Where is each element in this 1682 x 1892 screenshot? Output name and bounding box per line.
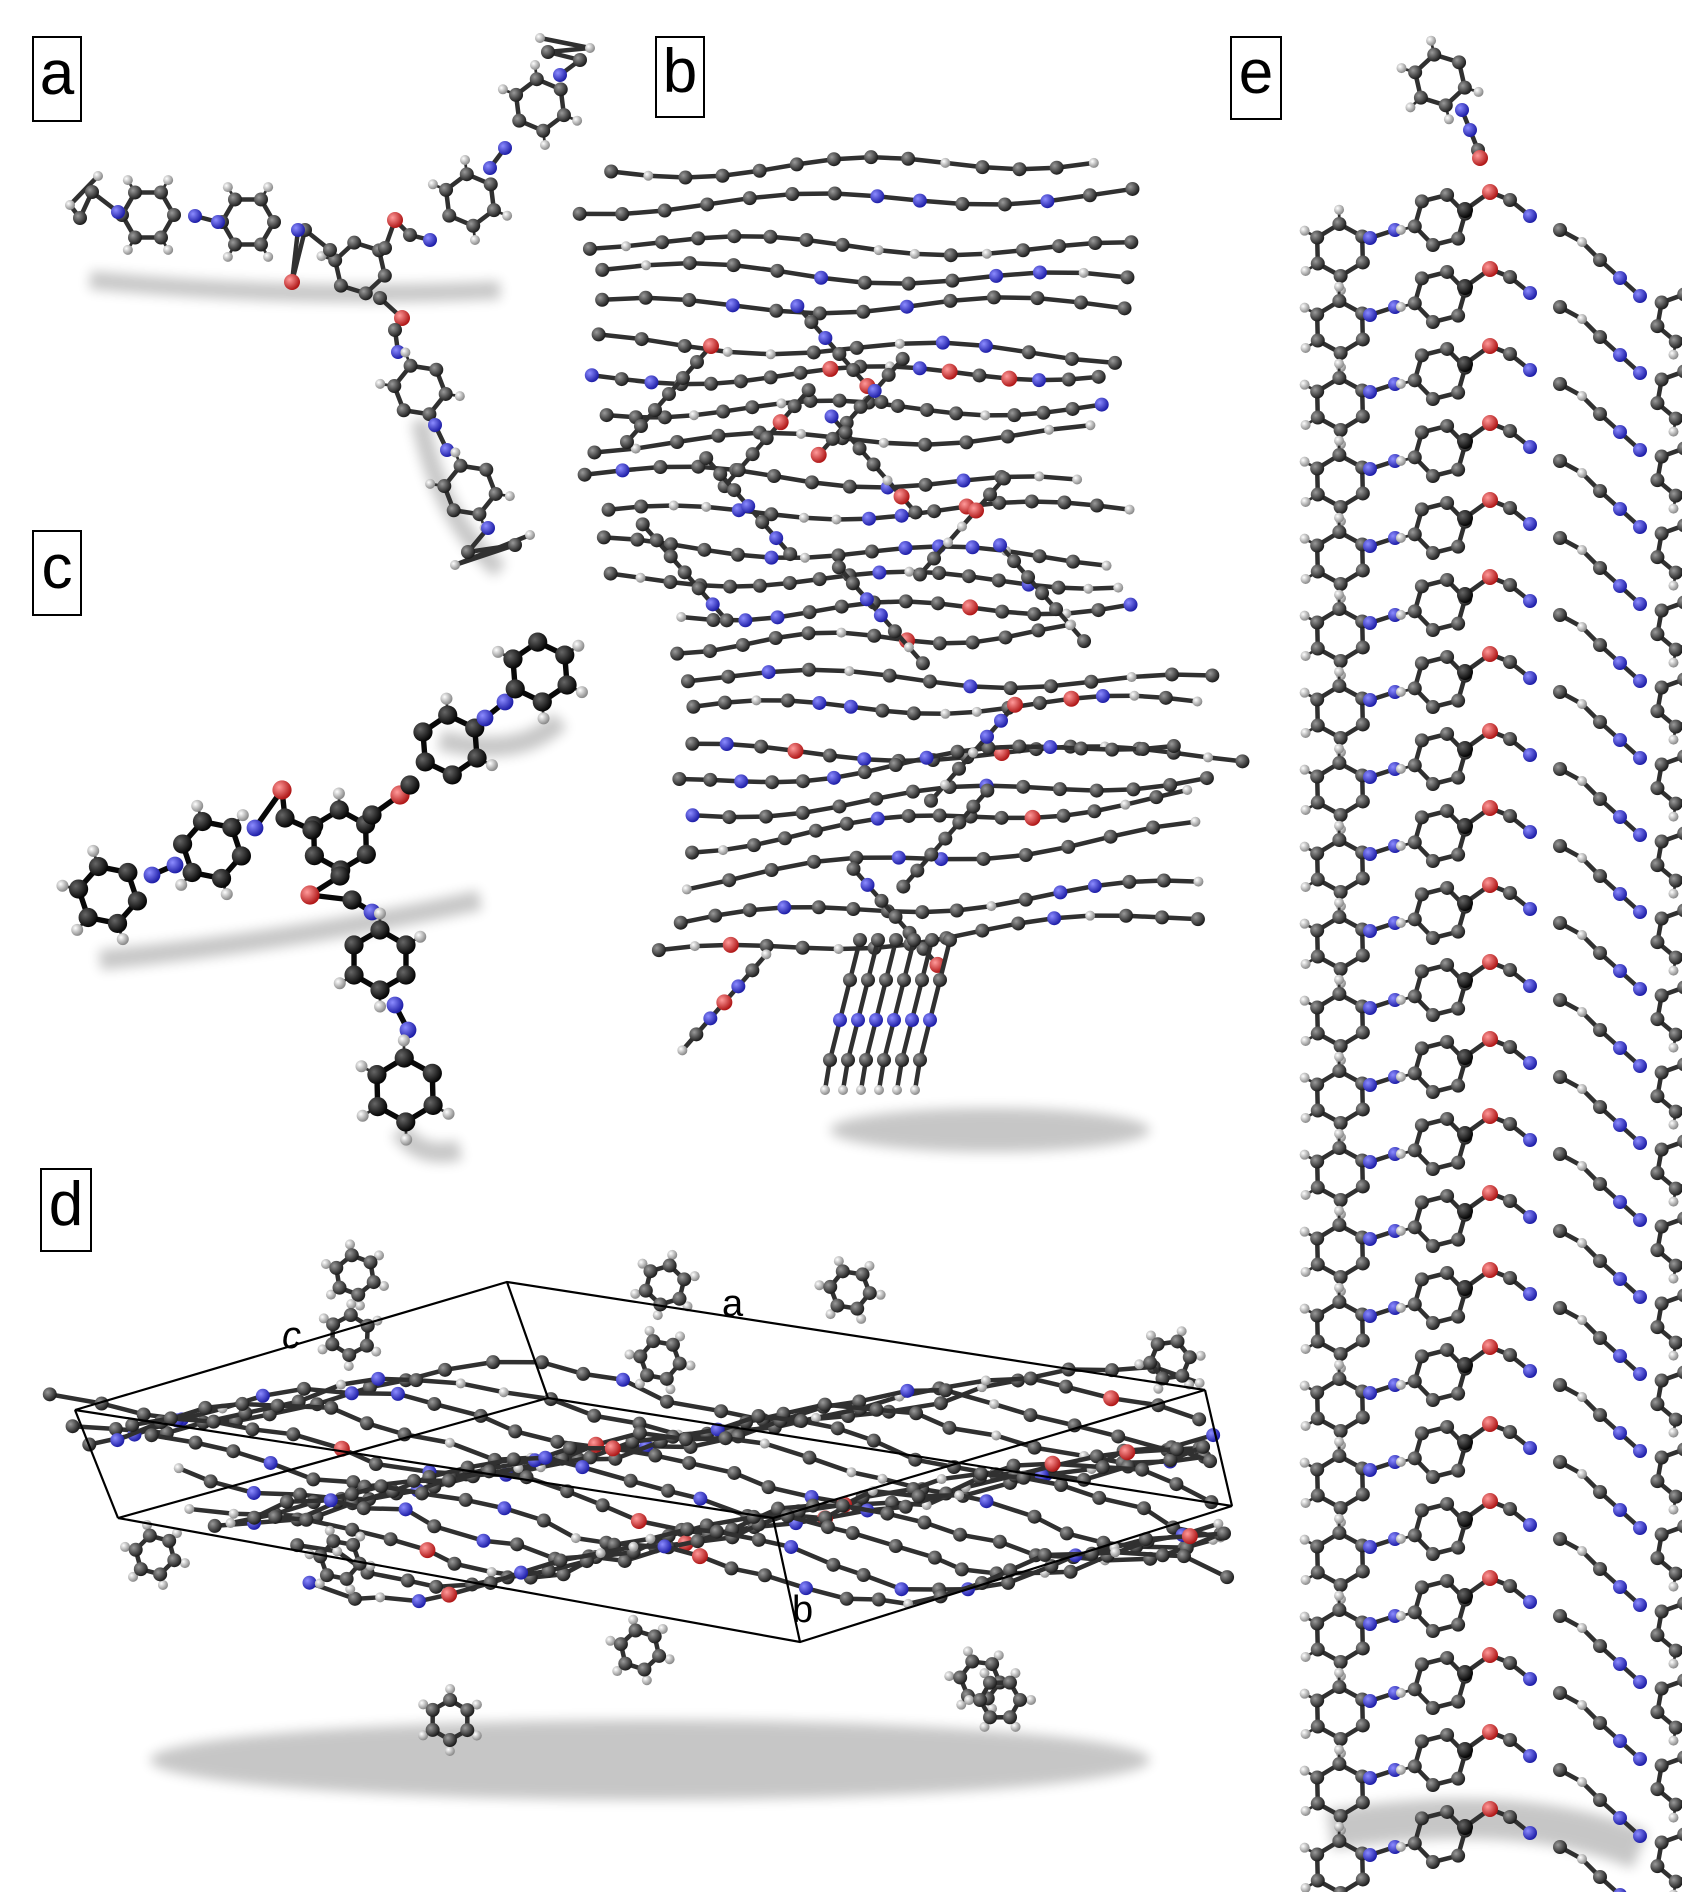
unit-cell-box bbox=[73, 1280, 1234, 1644]
axis-label-a: a bbox=[722, 1283, 744, 1325]
axis-label-b: b bbox=[792, 1589, 813, 1631]
panel-label-c: c bbox=[32, 530, 82, 616]
panel-label-e: e bbox=[1230, 36, 1282, 120]
axis-label-c: c bbox=[282, 1315, 301, 1357]
panel-label-b: b bbox=[655, 36, 705, 118]
molecule-panel-c bbox=[56, 632, 588, 1146]
panel-label-d: d bbox=[40, 1168, 92, 1252]
stacked-column-panel-e bbox=[1299, 35, 1682, 1892]
molecule-panel-a bbox=[65, 33, 595, 570]
crystal-packing-panel-b bbox=[572, 150, 1250, 1095]
panel-label-a: a bbox=[32, 36, 82, 122]
